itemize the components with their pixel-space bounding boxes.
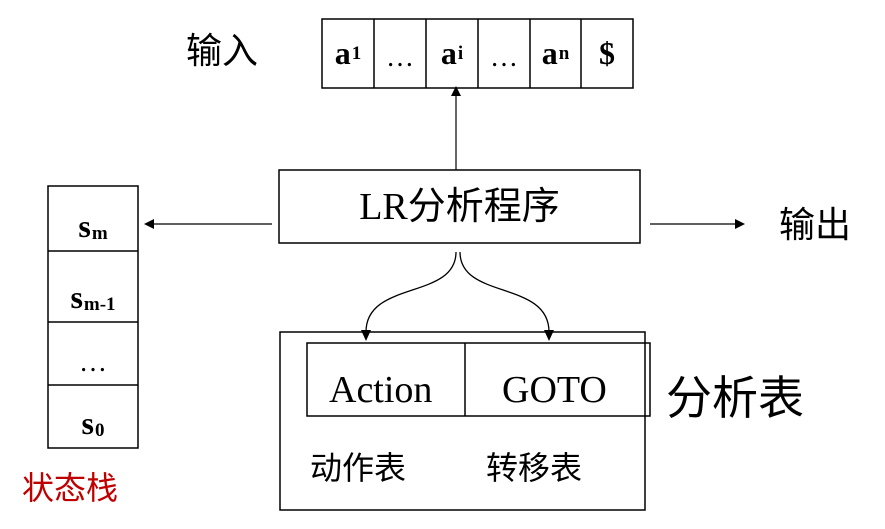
stack-title: 状态栈: [22, 469, 119, 507]
table-box: [279, 331, 646, 511]
state-stack-cell: …: [48, 322, 138, 385]
input-symbol: a: [440, 35, 457, 71]
goto-label: GOTO: [502, 369, 607, 411]
brace-right: [459, 251, 550, 333]
state-symbol: s: [78, 208, 91, 244]
input-tape-cell: …: [478, 19, 530, 88]
input-symbol: $: [599, 35, 615, 71]
state-symbol-subscript: m-1: [83, 294, 116, 315]
brace-left: [365, 251, 457, 333]
input-tape-cell: $: [581, 19, 633, 88]
output-arrow-head: [735, 219, 745, 229]
table-title: 分析表: [666, 371, 804, 425]
input-symbol: a: [541, 35, 558, 71]
input-symbol: …: [386, 41, 414, 73]
table-header-row: [306, 342, 651, 417]
input-symbol-subscript: 1: [351, 42, 362, 64]
state-symbol-subscript: 0: [94, 420, 105, 441]
state-symbol: …: [79, 347, 107, 378]
input-tape-cell: …: [374, 19, 426, 88]
program-box: [278, 169, 641, 244]
action-table-label: 动作表: [310, 449, 407, 487]
state-symbol: s: [70, 279, 83, 315]
read-arrow-head: [451, 86, 461, 96]
state-symbol: s: [81, 405, 94, 441]
input-symbol-subscript: i: [457, 42, 464, 64]
input-label: 输入: [186, 31, 259, 72]
stack-arrow-head: [144, 219, 154, 229]
state-symbol-subscript: m: [91, 223, 108, 244]
input-symbol: …: [490, 41, 518, 73]
input-symbol-subscript: n: [558, 42, 570, 64]
goto-table-label: 转移表: [486, 449, 583, 487]
program-label: LR分析程序: [279, 170, 640, 243]
input-symbol: a: [334, 35, 351, 71]
program-label-text: LR分析程序: [359, 185, 560, 228]
action-label: Action: [329, 369, 433, 411]
state-stack-frame: [47, 185, 139, 449]
output-label: 输出: [779, 205, 852, 246]
